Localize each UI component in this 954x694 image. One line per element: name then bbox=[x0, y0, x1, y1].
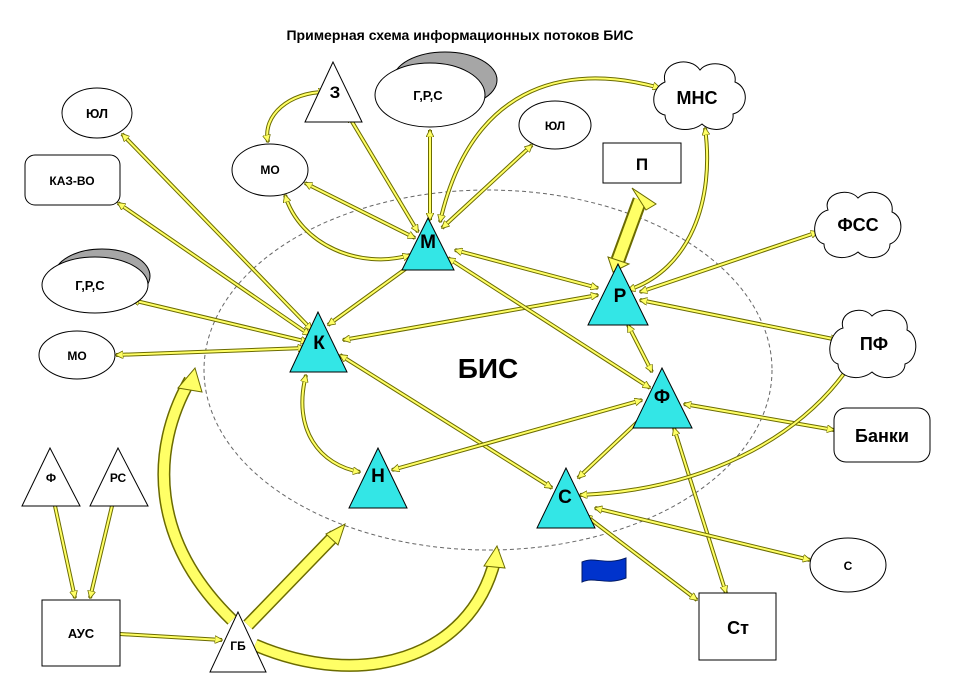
node-mo-left[interactable] bbox=[38, 330, 116, 380]
node-st[interactable] bbox=[698, 592, 777, 661]
node-st-label: Ст bbox=[727, 618, 749, 638]
internal-nodes: М К Р Ф Н С bbox=[289, 216, 693, 529]
node-z[interactable] bbox=[304, 60, 363, 123]
arrow-k-n bbox=[300, 374, 361, 474]
arrow-m-r-fill bbox=[455, 250, 598, 288]
node-p-label: П bbox=[636, 155, 648, 174]
arrow-mo-z-fill bbox=[267, 92, 325, 142]
arrow-k-m-fill bbox=[328, 262, 415, 325]
node-fss[interactable] bbox=[814, 191, 902, 259]
node-gb-label: ГБ bbox=[230, 639, 246, 653]
node-r[interactable] bbox=[587, 262, 649, 326]
node-pf-label: ПФ bbox=[860, 334, 888, 354]
arrow-m-mns-fill bbox=[440, 77, 660, 222]
arrow-rs-aus-fill bbox=[90, 505, 113, 598]
bis-label: БИС bbox=[458, 353, 518, 384]
node-s-right[interactable] bbox=[809, 537, 887, 593]
node-f[interactable] bbox=[632, 366, 693, 429]
arrow-m-mo-top-fill bbox=[305, 182, 415, 239]
node-kaz-vo-label: КАЗ-ВО bbox=[49, 174, 94, 188]
node-n[interactable] bbox=[348, 446, 408, 509]
node-grs-left-label: Г,Р,С bbox=[75, 278, 105, 293]
node-yul-top[interactable] bbox=[518, 100, 592, 150]
node-f-ext-label: Ф bbox=[46, 471, 56, 485]
node-m-label: М bbox=[420, 232, 436, 253]
arrow-m-z-fill bbox=[348, 115, 418, 232]
arrow-m-yul-top-fill bbox=[442, 145, 532, 228]
node-gb[interactable] bbox=[209, 610, 267, 673]
node-s-right-label: С bbox=[844, 559, 853, 573]
external-nodes: ЮЛ КАЗ-ВО Г,Р,С МО МО З Г,Р,С ЮЛ МНС П bbox=[21, 51, 931, 673]
arrow-aus-gb-fill bbox=[119, 633, 222, 640]
node-r-label: Р bbox=[614, 286, 627, 307]
arrow-mo-m-curve-fill bbox=[285, 195, 410, 259]
node-n-label: Н bbox=[371, 466, 385, 487]
node-yul-left-label: ЮЛ bbox=[86, 106, 108, 121]
node-mns[interactable] bbox=[653, 61, 746, 130]
node-pf[interactable] bbox=[829, 309, 917, 379]
node-f-label: Ф bbox=[654, 387, 670, 408]
node-mo-left-label: МО bbox=[67, 349, 86, 363]
node-kaz-vo[interactable] bbox=[24, 154, 121, 206]
node-f-ext[interactable] bbox=[21, 446, 81, 507]
flow-arrows bbox=[53, 76, 852, 640]
flag-icon bbox=[581, 557, 627, 583]
node-banki[interactable] bbox=[833, 407, 931, 463]
arrow-k-grs-left-fill bbox=[132, 300, 308, 342]
node-s[interactable] bbox=[536, 466, 596, 529]
diagram-title: Примерная схема информационных потоков Б… bbox=[286, 27, 633, 43]
node-aus-label: АУС bbox=[68, 626, 95, 641]
p-r-double-arrow bbox=[607, 187, 657, 273]
node-rs-label: РС bbox=[110, 471, 127, 485]
node-p[interactable] bbox=[602, 142, 682, 184]
node-banki-label: Банки bbox=[855, 426, 909, 446]
node-yul-left[interactable] bbox=[61, 87, 133, 139]
arrow-k-mo-left-fill bbox=[116, 348, 305, 355]
arrow-s-pf-fill bbox=[580, 365, 850, 495]
arrow-f-aus-fill bbox=[54, 505, 75, 598]
arrow-k-r-fill bbox=[343, 295, 598, 340]
node-z-label: З bbox=[330, 83, 341, 102]
node-fss-label: ФСС bbox=[837, 215, 878, 235]
node-m[interactable] bbox=[401, 216, 455, 271]
arrow-k-n-fill bbox=[302, 375, 360, 472]
node-grs-top[interactable] bbox=[374, 62, 486, 128]
arrow-r-fss-fill bbox=[640, 232, 818, 292]
node-mns-label: МНС bbox=[677, 88, 718, 108]
node-aus[interactable] bbox=[41, 599, 121, 667]
node-grs-left[interactable] bbox=[41, 256, 149, 314]
node-grs-top-label: Г,Р,С bbox=[413, 88, 443, 103]
arrow-r-f-fill bbox=[627, 325, 653, 372]
node-yul-top-label: ЮЛ bbox=[545, 119, 565, 133]
node-mo-top[interactable] bbox=[231, 143, 309, 197]
node-k[interactable] bbox=[289, 310, 348, 373]
arrow-s-st-fill bbox=[585, 515, 697, 600]
arrow-f-st-fill bbox=[674, 428, 726, 593]
arrow-r-pf-fill bbox=[640, 300, 838, 340]
node-rs[interactable] bbox=[89, 446, 149, 507]
arrow-s-pf bbox=[579, 363, 852, 497]
node-s-label: С bbox=[558, 487, 572, 508]
node-k-label: К bbox=[313, 333, 325, 354]
node-mo-top-label: МО bbox=[260, 163, 279, 177]
